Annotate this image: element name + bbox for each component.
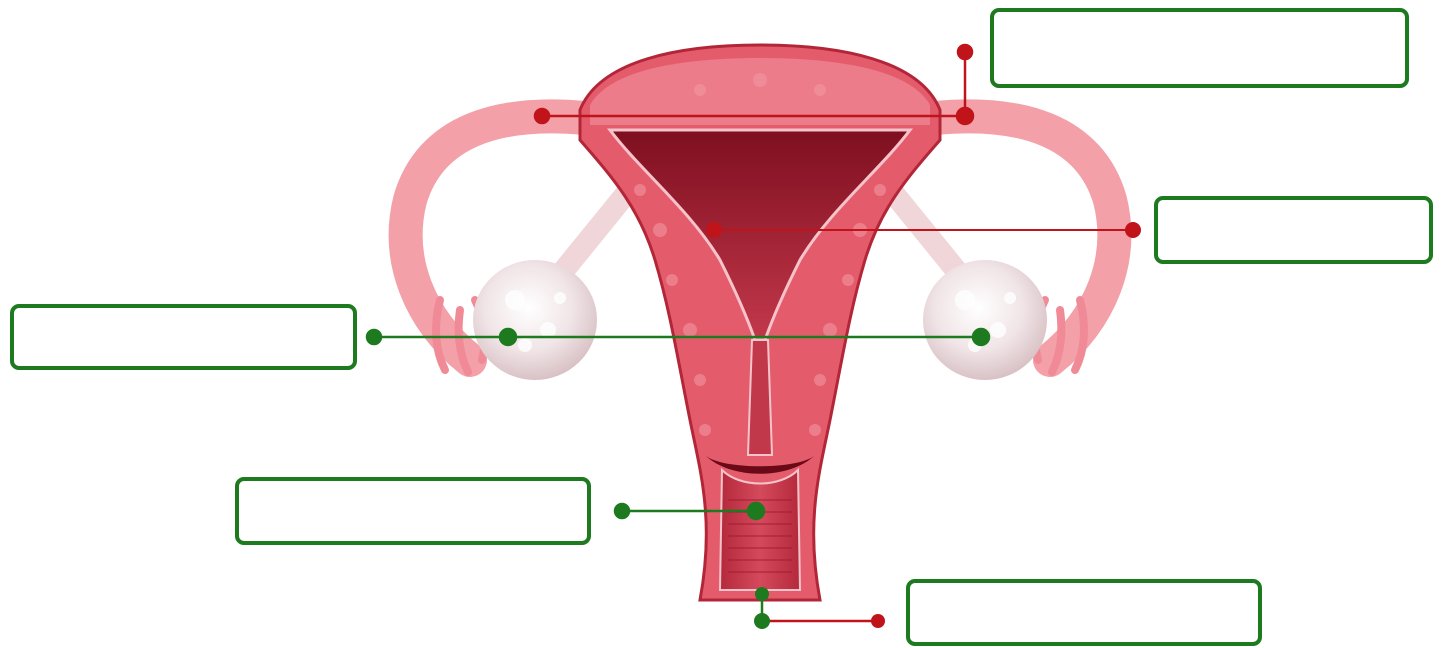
right-ovary <box>923 260 1047 380</box>
left-ovarian-ligament <box>560 195 625 275</box>
answer-box-2[interactable] <box>1154 196 1433 264</box>
left-ovary <box>473 260 597 380</box>
answer-box-5[interactable] <box>906 579 1262 646</box>
answer-box-1[interactable] <box>990 8 1409 88</box>
answer-box-4[interactable] <box>235 477 591 545</box>
answer-box-3[interactable] <box>10 304 357 370</box>
cervical-canal <box>748 340 772 455</box>
right-ovarian-ligament <box>895 195 960 275</box>
